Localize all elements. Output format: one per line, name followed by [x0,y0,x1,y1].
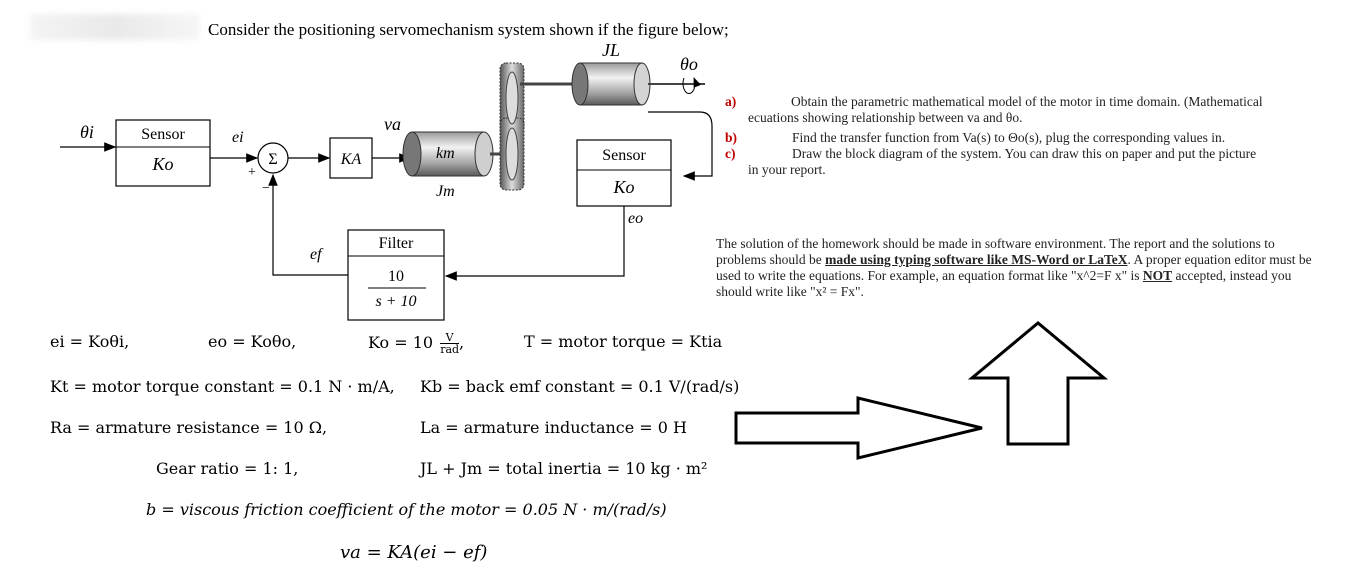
equation-ko: Ko = 10 V rad , [368,331,465,356]
note-underlined: made using typing software like MS-Word … [825,252,1128,267]
ko-unit-num: V [440,332,460,344]
equation-va: va = KA(ei − ef) [340,542,488,563]
ko-unit-den: rad [440,343,460,356]
sigma-symbol: Σ [268,151,277,168]
up-arrow-icon [967,321,1109,446]
note-text-3: accepted, instead you should write like … [716,268,1292,299]
problem-statement: Consider the positioning servomechanism … [208,20,729,39]
motor-body [411,131,485,177]
note-text-2: . A proper equation editor must be used … [716,252,1312,283]
ef-feedback-path [268,173,348,276]
equation-kt: Kt = motor torque constant = 0.1 N · m/A… [50,377,395,396]
km-label: km [436,145,455,162]
load-body [579,62,643,106]
va-label: va [384,114,401,134]
output-feedback-path [648,111,713,181]
filter-denominator: s + 10 [375,293,416,310]
equation-la: La = armature inductance = 0 H [420,418,688,437]
homework-note: The solution of the homework should be m… [716,236,1326,300]
question-a-text: Obtain the parametric mathematical model… [791,94,1263,109]
sensor-right-block [576,139,672,207]
minus-sign: − [262,181,270,196]
sensor-left-block [115,119,211,187]
filter-label: Filter [379,235,414,252]
rotation-arrow [682,77,702,94]
equation-kb: Kb = back emf constant = 0.1 V/(rad/s) [420,377,740,396]
ko-prefix: Ko = 10 [368,333,434,352]
question-b-text: Find the transfer function from Va(s) to… [792,130,1226,145]
filter-numerator: 10 [388,268,404,285]
ka-label: KA [340,151,362,168]
theta-o-label: θo [680,54,698,74]
sensor-left-gain: Ko [151,154,173,174]
equation-eo: eo = Koθo, [208,332,297,351]
equation-torque: T = motor torque = Ktia [524,332,723,351]
question-b-label: b) [725,130,738,145]
blurred-header-region [30,14,200,40]
sensor-right-label: Sensor [602,147,646,164]
theta-i-label: θi [80,122,94,142]
question-c-line2: in your report. [748,162,826,177]
note-not: NOT [1142,268,1173,283]
ef-label: ef [310,246,324,263]
jm-label: Jm [436,183,455,200]
note-text-1: The solution of the homework should be m… [716,236,1275,267]
question-c-text: Draw the block diagram of the system. Yo… [792,146,1257,161]
right-arrow-icon [734,396,983,460]
question-a-line1: a) Obtain the parametric mathematical mod… [725,94,1263,110]
sensor-right-gain: Ko [612,177,634,197]
plus-sign: + [248,165,256,180]
sensor-left-label: Sensor [141,126,185,143]
equation-b: b = viscous friction coefficient of the … [146,500,667,519]
jl-label: JL [602,40,620,60]
ei-signal-label: ei [232,129,244,146]
equation-inertia: JL + Jm = total inertia = 10 kg · m² [420,459,708,478]
question-b: b) Find the transfer function from Va(s) … [725,130,1225,146]
question-a-label: a) [725,94,737,109]
eo-label: eo [628,210,643,227]
gear-pair [499,62,525,191]
equation-ra: Ra = armature resistance = 10 Ω, [50,418,328,437]
equation-gear: Gear ratio = 1: 1, [156,459,299,478]
filter-block [347,229,445,321]
question-a-line2: ecuations showing relationship between v… [748,110,1023,125]
question-c-label: c) [725,146,736,161]
amplifier-block [329,137,373,179]
equation-ei: ei = Koθi, [50,332,130,351]
question-c: c) Draw the block diagram of the system. … [725,146,1256,162]
